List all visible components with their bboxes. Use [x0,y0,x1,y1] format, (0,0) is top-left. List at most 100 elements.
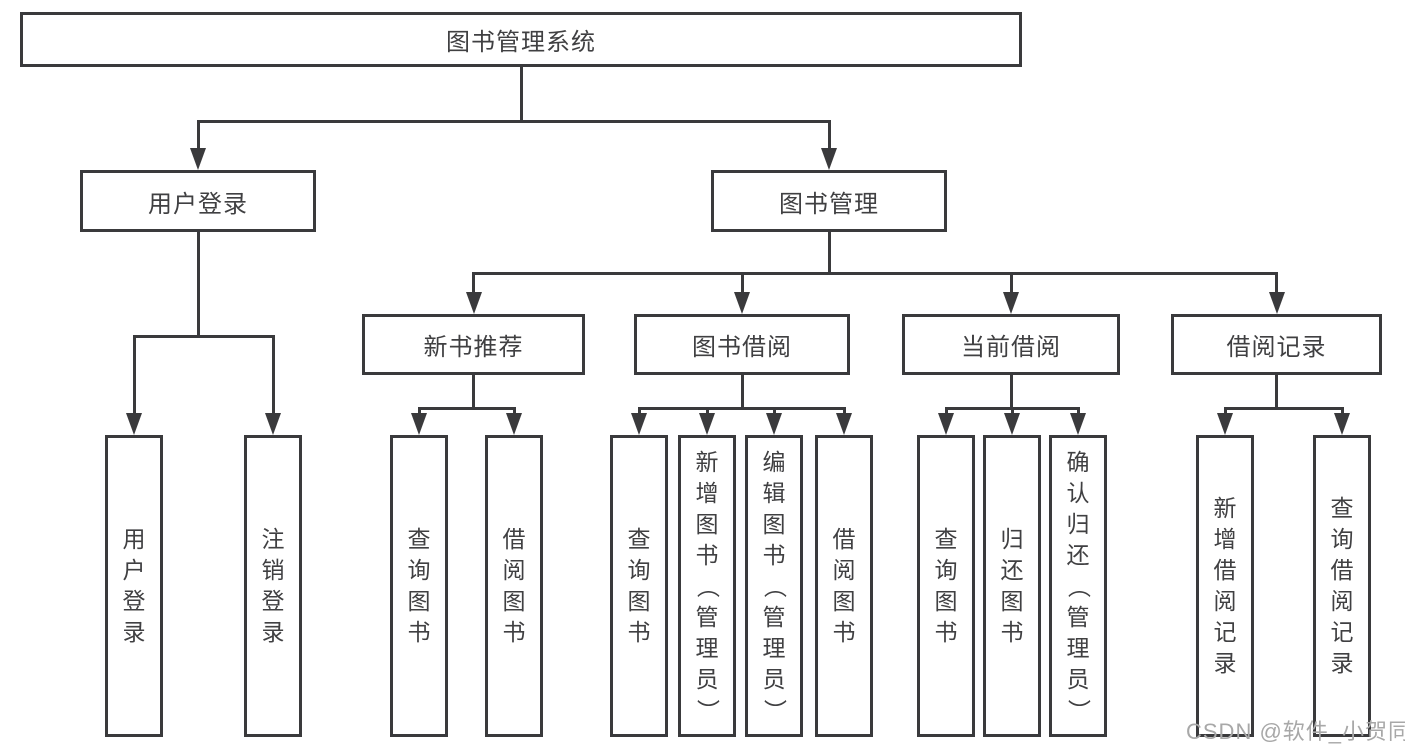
connector-line [827,120,831,149]
vertical-char: 管 [695,603,719,630]
leaf-label: 查询图书 [628,524,651,648]
vertical-char: 增 [1213,526,1237,552]
vertical-char: 借 [1213,557,1237,583]
connector-line [944,407,948,414]
arrowhead-icon [1334,413,1350,435]
arrowhead-icon [1268,292,1285,314]
arrowhead-icon [1003,292,1019,314]
arrowhead-icon [190,148,206,170]
leaf-borrow-book: 借阅图书 [815,435,873,737]
connector-line [1275,272,1278,293]
node-label: 图书管理 [779,190,879,218]
connector-line [1010,407,1014,414]
connector-line [1223,407,1344,410]
vertical-char: 理 [1066,634,1090,661]
vertical-char: 书 [934,619,958,645]
vertical-char: 阅 [502,557,526,583]
arrowhead-icon [699,413,715,435]
connector-line [705,407,709,414]
vertical-char: （ [694,574,721,598]
arrowhead-icon [265,413,281,435]
vertical-char: 查 [934,526,958,552]
connector-line [740,272,744,293]
leaf-user-login: 用户登录 [105,435,163,737]
leaf-label: 新增借阅记录 [1214,493,1237,679]
vertical-char: 管 [1066,603,1090,630]
node-label: 图书管理系统 [446,29,596,56]
vertical-char: 录 [1213,650,1237,676]
vertical-char: 销 [261,557,285,583]
leaf-label: 查询图书 [935,524,958,648]
vertical-char: 书 [627,619,651,645]
vertical-char: 借 [1330,557,1354,583]
node-label: 新书推荐 [423,334,524,361]
vertical-char: 图 [502,588,526,614]
arrowhead-icon [836,413,852,435]
connector-line [772,407,776,414]
connector-line [637,407,846,410]
connector-line [132,335,275,338]
connector-line [196,120,831,123]
arrowhead-icon [766,413,782,435]
connector-line [472,272,475,293]
arrowhead-icon [734,292,750,314]
vertical-char: 阅 [832,557,856,583]
leaf-label: 借阅图书 [503,524,526,648]
vertical-char: 户 [122,557,146,583]
vertical-char: 书 [407,619,431,645]
node-current-borrow: 当前借阅 [902,314,1120,375]
vertical-char: 还 [1000,557,1024,583]
node-new-book-recommend: 新书推荐 [362,314,585,375]
node-label: 用户登录 [148,190,248,218]
arrowhead-icon [821,148,837,170]
leaf-label: 借阅图书 [833,524,856,648]
connector-line [1076,407,1080,414]
node-book-management: 图书管理 [711,170,947,232]
arrowhead-icon [411,413,427,435]
leaf-borrow-book-recommend: 借阅图书 [485,435,543,737]
vertical-char: 理 [762,634,786,661]
vertical-char: （ [761,574,788,598]
connector-line [472,375,475,410]
csdn-watermark: CSDN @软件_小贺同学 [1186,719,1405,744]
leaf-label: 查询图书 [408,524,431,648]
vertical-char: 询 [934,557,958,583]
leaf-query-borrow-record: 查询借阅记录 [1313,435,1371,737]
vertical-char: 阅 [1330,588,1354,614]
vertical-char: 增 [695,479,719,506]
vertical-char: 用 [122,526,146,552]
connector-line [637,407,641,414]
vertical-char: ） [1065,698,1092,722]
vertical-char: 记 [1330,619,1354,645]
vertical-char: 还 [1066,541,1090,568]
arrowhead-icon [506,413,522,435]
connector-line [196,120,200,149]
leaf-label: 新增图书（管理员） [695,447,721,726]
vertical-char: 查 [407,526,431,552]
leaf-confirm-return-admin: 确认归还（管理员） [1049,435,1107,737]
vertical-char: 确 [1066,448,1090,475]
vertical-char: 询 [627,557,651,583]
vertical-char: 注 [261,526,285,552]
vertical-char: 书 [832,619,856,645]
vertical-char: 图 [832,588,856,614]
vertical-char: 阅 [1213,588,1237,614]
vertical-char: 图 [934,588,958,614]
leaf-label: 查询借阅记录 [1331,493,1354,679]
leaf-label: 归还图书 [1001,524,1024,648]
connector-line [196,232,200,338]
node-label: 图书借阅 [692,334,792,361]
vertical-char: 图 [695,510,719,537]
vertical-char: 归 [1000,526,1024,552]
arrowhead-icon [1070,413,1086,435]
leaf-label: 用户登录 [123,524,146,648]
vertical-char: 编 [762,448,786,475]
leaf-label: 确认归还（管理员） [1066,447,1092,726]
vertical-char: 员 [1066,665,1090,692]
vertical-char: 认 [1066,479,1090,506]
leaf-edit-book-admin: 编辑图书（管理员） [745,435,803,737]
leaf-add-book-admin: 新增图书（管理员） [678,435,736,737]
leaf-label: 编辑图书（管理员） [762,447,788,726]
